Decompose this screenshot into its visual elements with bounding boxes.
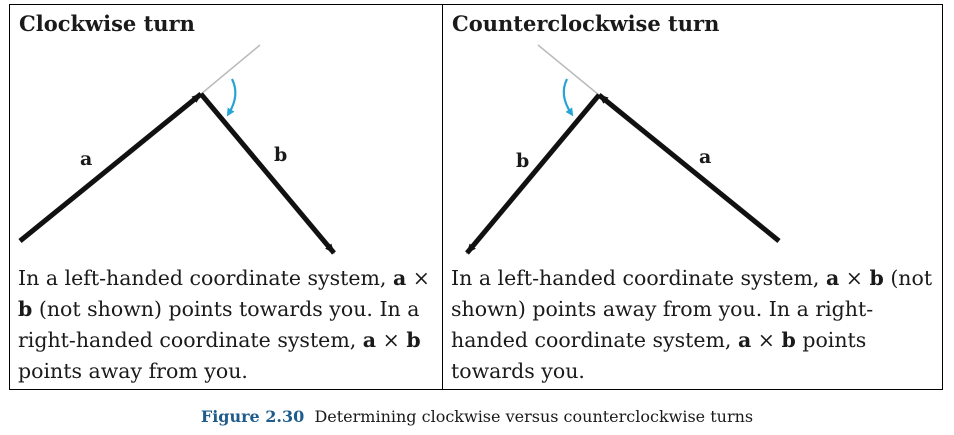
vector-a-arrow bbox=[597, 93, 781, 243]
vector-a-arrow bbox=[18, 92, 203, 243]
clockwise-panel: Clockwise turn a b In a left-handed coor… bbox=[10, 5, 442, 389]
vector-a-bold: a bbox=[737, 328, 752, 352]
vector-a-label: a bbox=[699, 146, 711, 168]
text-segment: points away from you. bbox=[18, 359, 248, 383]
vector-b-arrow bbox=[199, 92, 336, 255]
extension-line bbox=[537, 44, 600, 96]
panel-description: In a left-handed coordinate system, a × … bbox=[18, 263, 442, 387]
vector-b-bold: b bbox=[869, 266, 884, 290]
vector-b-label: b bbox=[516, 150, 529, 172]
text-segment: (not shown) points away from you. In a r… bbox=[451, 266, 933, 352]
clockwise-arc-arrow-icon bbox=[226, 78, 237, 117]
extension-line bbox=[200, 44, 261, 95]
text-segment: points towards you. bbox=[451, 328, 867, 383]
figure-number: Figure 2.30 bbox=[200, 407, 305, 426]
vector-a-bold: a bbox=[392, 266, 407, 290]
counterclockwise-panel: Counterclockwise turn b a In a left-hand… bbox=[443, 5, 942, 389]
panel-divider bbox=[442, 5, 443, 389]
panel-title: Clockwise turn bbox=[19, 11, 195, 36]
counterclockwise-diagram: b a bbox=[465, 44, 781, 255]
figure-caption: Figure 2.30 Determining clockwise versus… bbox=[0, 407, 954, 426]
figure-frame: Clockwise turn a b In a left-handed coor… bbox=[9, 4, 943, 390]
text-segment: In a left-handed coordinate system, bbox=[18, 266, 393, 290]
figure-caption-text: Determining clockwise versus countercloc… bbox=[314, 407, 754, 426]
text-segment: (not shown) points towards you. In a rig… bbox=[18, 297, 420, 352]
panel-title: Counterclockwise turn bbox=[452, 11, 720, 36]
cross-symbol: × bbox=[406, 266, 430, 290]
vector-b-label: b bbox=[274, 144, 287, 166]
vector-b-bold: b bbox=[781, 328, 796, 352]
vector-b-bold: b bbox=[406, 328, 421, 352]
cross-symbol: × bbox=[751, 328, 782, 352]
vector-b-arrow bbox=[465, 93, 601, 255]
panel-description: In a left-handed coordinate system, a × … bbox=[451, 263, 942, 387]
cross-symbol: × bbox=[839, 266, 870, 290]
vector-b-bold: b bbox=[18, 297, 33, 321]
vector-a-label: a bbox=[80, 148, 92, 170]
cross-symbol: × bbox=[376, 328, 407, 352]
counterclockwise-arc-arrow-icon bbox=[562, 78, 574, 117]
text-segment: In a left-handed coordinate system, bbox=[451, 266, 826, 290]
clockwise-diagram: a b bbox=[18, 44, 336, 255]
vector-a-bold: a bbox=[825, 266, 840, 290]
vector-a-bold: a bbox=[362, 328, 377, 352]
